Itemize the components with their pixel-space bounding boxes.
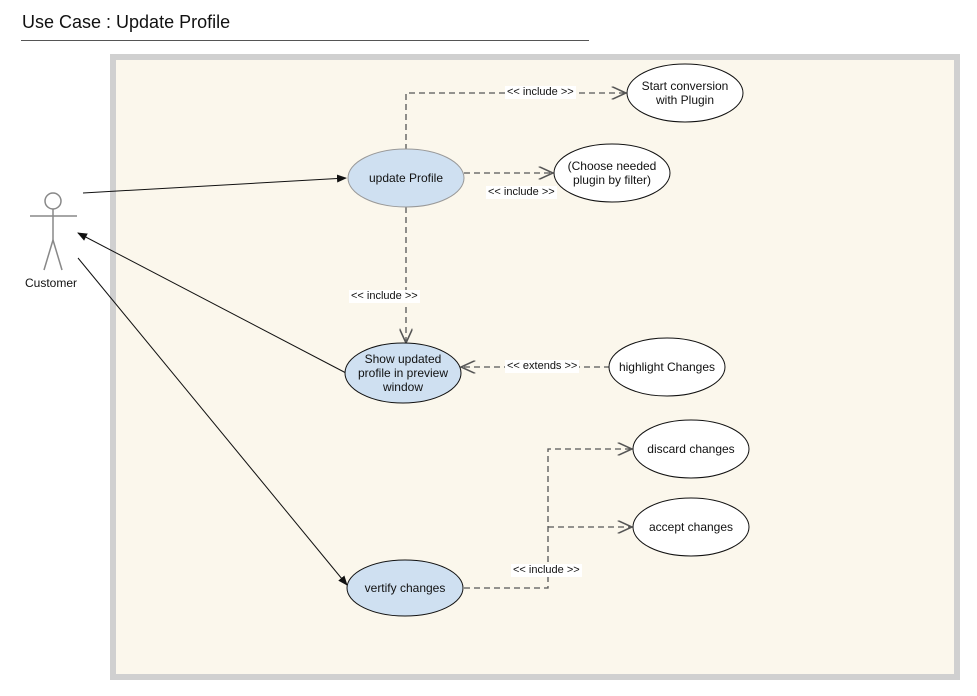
use-case-verify-changes[interactable]: vertify changes xyxy=(364,581,446,595)
use-case-highlight-changes[interactable]: highlight Changes xyxy=(618,360,716,374)
relationship-label-extends-highlight: << extends >> xyxy=(505,360,580,373)
association-actor-verify-changes xyxy=(77,257,348,586)
use-case-choose-plugin-shape[interactable] xyxy=(553,143,671,203)
use-case-discard-changes[interactable]: discard changes xyxy=(647,442,735,456)
use-case-update-profile[interactable]: update Profile xyxy=(368,171,444,185)
use-case-start-conversion-shape[interactable] xyxy=(626,63,744,123)
use-case-start-conversion[interactable]: Start conversion with Plugin xyxy=(641,79,729,107)
use-case-accept-changes-shape[interactable] xyxy=(632,497,750,557)
actor-customer-figure xyxy=(30,192,77,271)
relationship-label-include-verify: << include >> xyxy=(511,564,582,577)
use-case-accept-changes[interactable]: accept changes xyxy=(648,520,734,534)
actor-customer-label: Customer xyxy=(25,276,78,290)
title-underline xyxy=(21,40,589,41)
use-case-show-updated[interactable]: Show updated profile in preview window xyxy=(357,352,449,394)
use-case-choose-plugin[interactable]: (Choose needed plugin by filter) xyxy=(567,159,657,187)
use-case-update-profile-shape[interactable] xyxy=(347,148,465,208)
relationship-label-include-show: << include >> xyxy=(349,290,420,303)
use-case-show-updated-shape[interactable] xyxy=(344,342,462,404)
include-line-discard xyxy=(464,449,632,589)
association-actor-update-profile xyxy=(82,174,347,194)
relationship-label-include-choose: << include >> xyxy=(486,186,557,199)
relationship-label-include-start: << include >> xyxy=(505,86,576,99)
association-show-updated-actor xyxy=(77,232,347,374)
diagram-title: Use Case : Update Profile xyxy=(22,12,231,32)
use-case-discard-changes-shape[interactable] xyxy=(632,419,750,479)
use-case-verify-changes-shape[interactable] xyxy=(346,559,464,617)
use-case-highlight-changes-shape[interactable] xyxy=(608,337,726,397)
include-line-start-conversion xyxy=(405,93,626,150)
